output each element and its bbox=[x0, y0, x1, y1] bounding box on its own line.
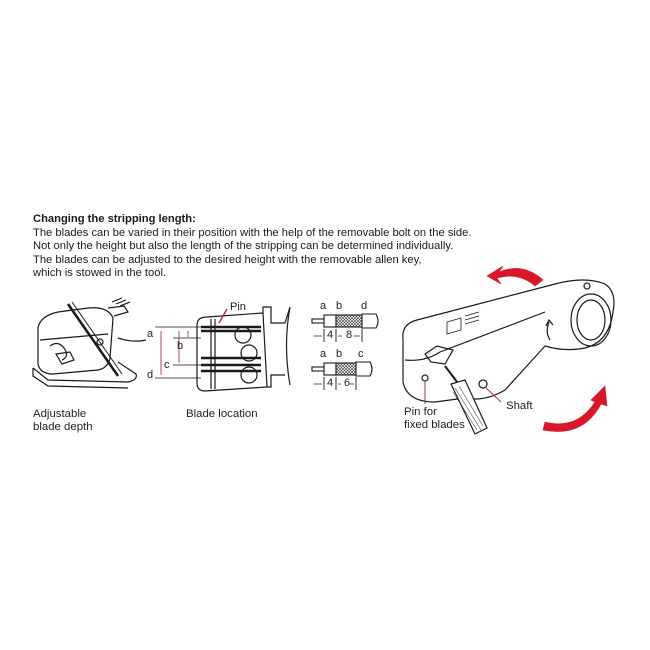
label-a: a bbox=[147, 328, 154, 340]
cable-bottom-label-b: b bbox=[336, 348, 343, 360]
cable-top-dim-2: 8 bbox=[346, 329, 353, 341]
pin-for-fixed-blades-label: Pin for fixed blades bbox=[404, 406, 465, 431]
cable-bottom-dim-1: 4 bbox=[327, 377, 334, 389]
cable-strip-diagram-top bbox=[311, 313, 379, 342]
label-b: b bbox=[177, 340, 184, 352]
blade-depth-illustration bbox=[32, 297, 147, 389]
cable-top-label-a: a bbox=[320, 300, 327, 312]
shaft-label: Shaft bbox=[506, 400, 533, 412]
cable-top-label-b: b bbox=[336, 300, 343, 312]
cable-strip-diagram-bottom bbox=[311, 361, 373, 390]
stripping-tool-illustration bbox=[402, 265, 615, 435]
blade-location-caption: Blade location bbox=[186, 408, 258, 420]
section-title: Changing the stripping length: bbox=[33, 213, 196, 225]
cable-top-dim-1: 4 bbox=[327, 329, 334, 341]
pin-label: Pin bbox=[230, 301, 246, 313]
cable-bottom-label-c: c bbox=[358, 348, 364, 360]
cable-top-label-d: d bbox=[361, 300, 368, 312]
cable-bottom-dim-2: 6 bbox=[344, 377, 351, 389]
intro-line-1: The blades can be varied in their positi… bbox=[33, 226, 472, 239]
intro-line-3: The blades can be adjusted to the desire… bbox=[33, 253, 422, 266]
label-d: d bbox=[147, 369, 154, 381]
blade-location-diagram bbox=[155, 306, 291, 392]
label-c: c bbox=[164, 359, 170, 371]
cable-bottom-label-a: a bbox=[320, 348, 327, 360]
intro-line-2: Not only the height but also the length … bbox=[33, 240, 454, 253]
intro-text: Changing the stripping length: The blade… bbox=[33, 213, 633, 281]
intro-line-4: which is stowed in the tool. bbox=[33, 267, 167, 280]
blade-depth-caption: Adjustable blade depth bbox=[33, 408, 93, 433]
